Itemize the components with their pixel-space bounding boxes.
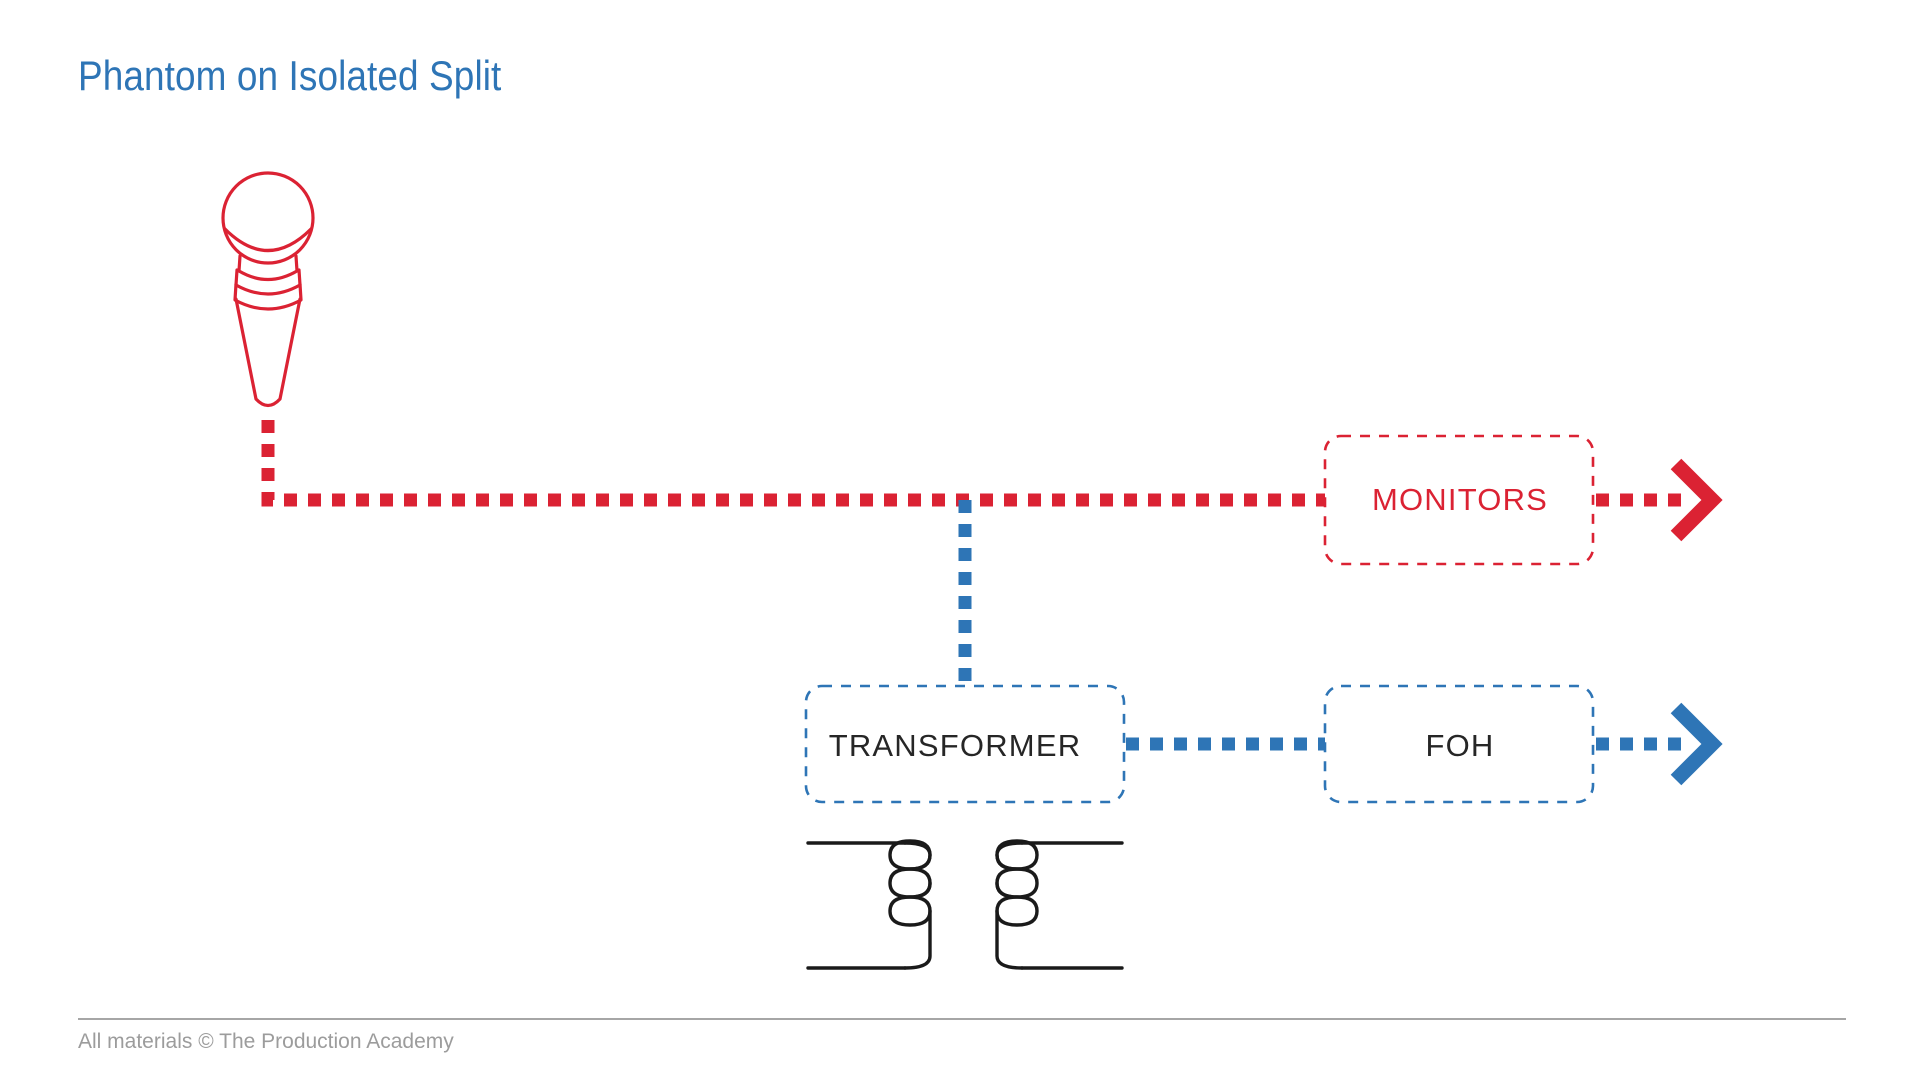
secondary-winding-tail [995, 909, 1024, 970]
secondary-loop-3 [995, 881, 1039, 927]
secondary-loop-2 [995, 853, 1039, 899]
node-foh-label: FOH [1425, 728, 1495, 763]
node-transformer-label: TRANSFORMER [828, 728, 1082, 763]
node-monitors-box[interactable] [1323, 434, 1595, 566]
node-transformer-box[interactable] [804, 684, 1126, 804]
transformer-coil-symbol [806, 839, 1124, 970]
microphone-grille-curve [223, 227, 313, 252]
microphone-collar-1 [237, 254, 299, 281]
page-title: Phantom on Isolated Split [78, 52, 502, 99]
microphone-handle [234, 297, 302, 408]
monitors-arrow-icon [1670, 458, 1723, 542]
footer-divider [78, 1018, 1846, 1020]
foh-arrow-icon [1670, 702, 1723, 786]
primary-loop-3 [888, 881, 932, 927]
primary-loop-2 [888, 853, 932, 899]
primary-winding-tail [903, 909, 932, 970]
node-foh-box[interactable] [1323, 684, 1595, 804]
connection-mic-to-monitors [261, 420, 1325, 507]
microphone-icon [221, 171, 315, 408]
footer-copyright: All materials © The Production Academy [78, 1030, 454, 1053]
microphone-grille [221, 171, 315, 265]
node-monitors-label: MONITORS [1371, 482, 1549, 517]
